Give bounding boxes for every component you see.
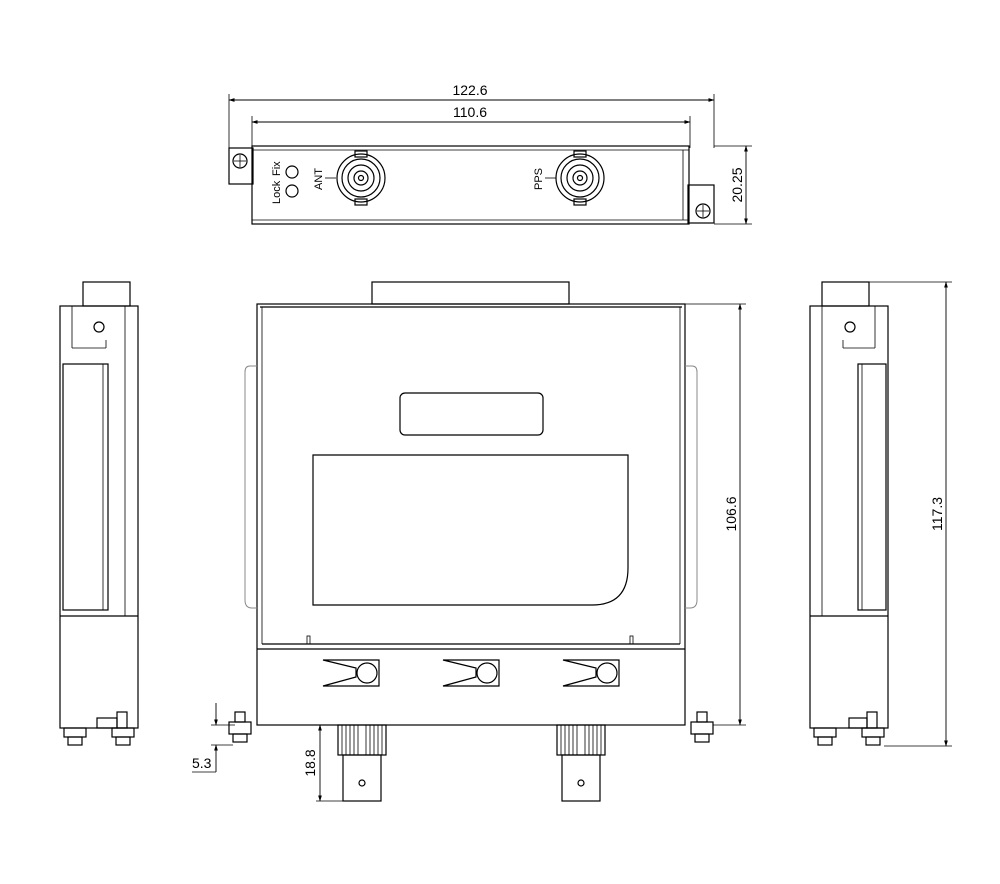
lock-led-icon [285, 184, 299, 198]
ant-bnc-connector-icon [337, 724, 387, 802]
screw-icon [695, 203, 711, 219]
dim-overall-height: 117.3 [929, 497, 945, 531]
fix-led-icon [285, 165, 299, 179]
cable-slot [562, 659, 620, 687]
dim-mount-offset: 5.3 [192, 755, 212, 771]
enclosure-body [256, 303, 686, 726]
pps-label: PPS [533, 168, 545, 190]
dim-panel-height: 20.25 [729, 167, 745, 202]
ant-connector-icon [336, 150, 386, 206]
dim-connector-length: 18.8 [302, 749, 318, 776]
dim-body-height: 106.6 [723, 496, 739, 531]
screw-hole-icon [844, 321, 856, 333]
mount-ear-right [687, 184, 715, 224]
cable-slot [442, 659, 500, 687]
display-window [312, 454, 629, 606]
cable-slot [322, 659, 380, 687]
dim-panel-width: 110.6 [453, 104, 487, 120]
mount-ear-left [228, 147, 254, 185]
pps-bnc-connector-icon [556, 724, 606, 802]
pps-connector-icon [555, 150, 605, 206]
bottom-view: 106.6 18.8 5.3 [192, 281, 746, 802]
right-side-view: 117.3 [809, 281, 952, 747]
label-window [399, 392, 544, 436]
screw-hole-icon [93, 321, 105, 333]
front-panel [251, 145, 690, 225]
left-side-view [59, 281, 139, 746]
top-tab [371, 281, 570, 305]
front-panel-view: 122.6 110.6 Lock Fix ANT [228, 82, 752, 225]
lock-label: Lock [271, 180, 283, 204]
dim-overall-width: 122.6 [452, 82, 487, 98]
ant-label: ANT [313, 168, 325, 190]
fix-label: Fix [271, 161, 283, 176]
screw-icon [232, 153, 248, 169]
